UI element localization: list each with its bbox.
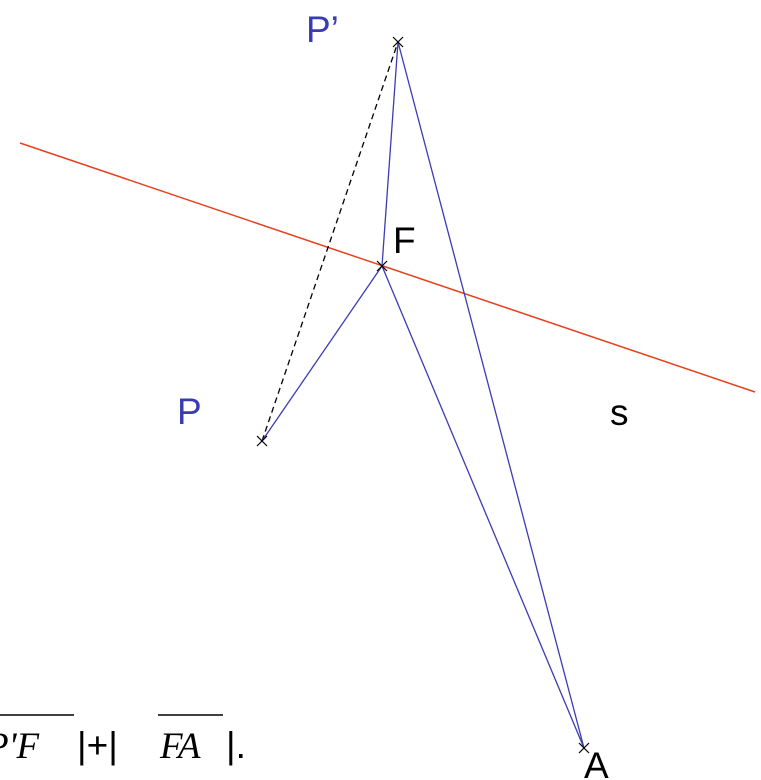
segment-pprime-f xyxy=(381,41,399,267)
formula-end: |. xyxy=(226,725,246,766)
label-a: A xyxy=(584,745,609,780)
point-marker-pprime xyxy=(392,36,404,48)
segment-pprime-a xyxy=(397,41,585,749)
formula-seg1: P'F xyxy=(0,726,40,767)
dashed-segment-p-pprime xyxy=(261,41,399,442)
formula: P'F |+| FA |. xyxy=(0,714,246,767)
label-f: F xyxy=(393,220,416,261)
segment-p-f xyxy=(261,265,383,442)
formula-plus: |+| xyxy=(77,725,118,766)
label-p-prime: P’ xyxy=(306,9,339,50)
formula-seg2: FA xyxy=(159,726,201,767)
point-marker-a xyxy=(578,742,590,754)
mirror-line-s xyxy=(19,142,756,393)
point-marker-p xyxy=(256,435,268,447)
label-p: P xyxy=(177,391,202,432)
label-s: s xyxy=(610,392,629,433)
segment-f-a xyxy=(381,265,585,749)
point-marker-f xyxy=(376,260,388,272)
